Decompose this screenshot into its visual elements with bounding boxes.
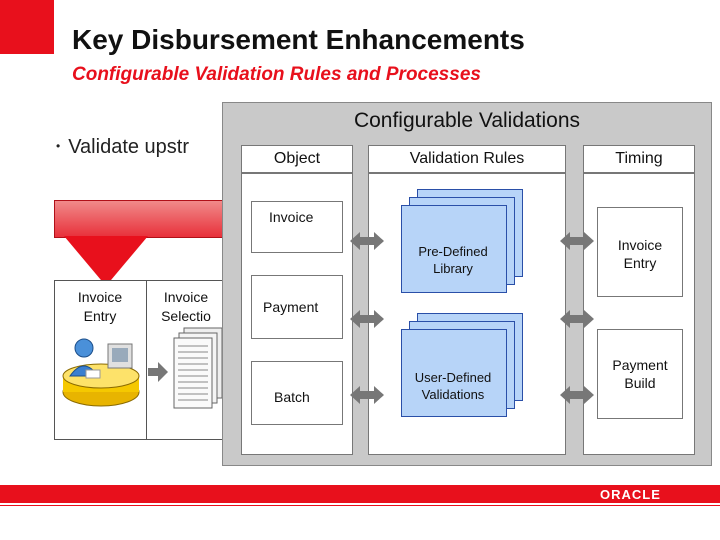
process-pointer bbox=[64, 236, 148, 286]
object-rules-arrow-top-icon bbox=[350, 232, 384, 250]
step-invoice-entry-label: Invoice Entry bbox=[77, 289, 123, 324]
bullet-point: • Validate upstr bbox=[56, 136, 189, 159]
user-defined-validations-label: User-Defined Validations bbox=[414, 370, 492, 402]
bullet-text: Validate upstr bbox=[68, 136, 190, 158]
object-column-header: Object bbox=[241, 145, 353, 173]
rules-timing-arrow-top-icon bbox=[560, 232, 594, 250]
bullet-dot-icon: • bbox=[56, 139, 61, 153]
object-rules-arrow-middle-icon bbox=[350, 310, 384, 328]
panel-title: Configurable Validations bbox=[353, 109, 581, 132]
object-payment-box bbox=[251, 275, 343, 339]
user-defined-validations-doc bbox=[401, 329, 507, 417]
invoice-stack-illustration-icon bbox=[173, 327, 223, 409]
rules-timing-arrow-bottom-icon bbox=[560, 386, 594, 404]
timing-payment-build: Payment Build bbox=[597, 329, 683, 419]
process-divider bbox=[146, 280, 147, 440]
invoice-entry-illustration-icon bbox=[62, 338, 140, 407]
timing-column-header: Timing bbox=[583, 145, 695, 173]
rules-timing-arrow-middle-icon bbox=[560, 310, 594, 328]
validation-rules-column-header: Validation Rules bbox=[368, 145, 566, 173]
object-invoice-box bbox=[251, 201, 343, 253]
object-payment-label: Payment bbox=[263, 299, 319, 315]
step-arrow-icon bbox=[148, 362, 168, 382]
footer-rule bbox=[0, 505, 720, 506]
slide-title: Key Disbursement Enhancements bbox=[72, 24, 525, 55]
predefined-library-label: Pre-Defined Library bbox=[418, 244, 488, 276]
oracle-logo: ORACLE bbox=[600, 487, 661, 502]
object-batch-label: Batch bbox=[274, 389, 310, 405]
step-invoice-selection-label: Invoice Selectio bbox=[161, 289, 211, 324]
predefined-library-doc bbox=[401, 205, 507, 293]
timing-invoice-entry: Invoice Entry bbox=[597, 207, 683, 297]
object-rules-arrow-bottom-icon bbox=[350, 386, 384, 404]
slide-subtitle: Configurable Validation Rules and Proces… bbox=[72, 64, 481, 85]
object-batch-box bbox=[251, 361, 343, 425]
configurable-validations-panel: Configurable Validations Object Invoice … bbox=[222, 102, 712, 466]
object-invoice-label: Invoice bbox=[269, 209, 314, 225]
red-corner-square bbox=[0, 0, 54, 54]
footer-bar bbox=[0, 485, 720, 503]
